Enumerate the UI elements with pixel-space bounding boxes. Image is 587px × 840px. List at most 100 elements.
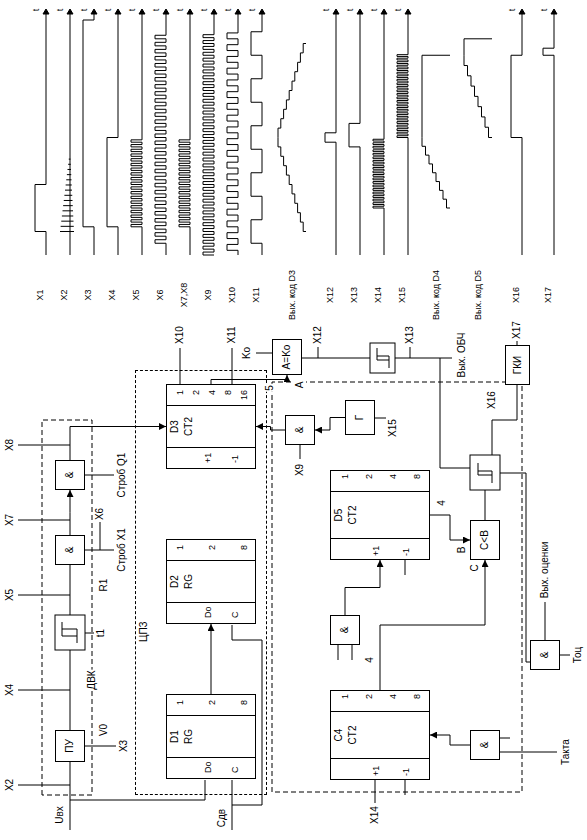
timing-label: X6: [154, 288, 166, 301]
wire: [142, 14, 143, 20]
function-label: RG: [183, 572, 195, 591]
wire: [67, 9, 73, 14]
timing-label: X13: [348, 286, 360, 304]
wire: [118, 14, 119, 20]
timing-label: t: [344, 8, 356, 13]
signal-label: Вых. оценки: [539, 541, 551, 600]
timing-label: t: [246, 8, 258, 13]
signal-label: X14: [369, 805, 381, 825]
gate-symbol: &: [64, 547, 76, 554]
signal-wire: [345, 560, 380, 615]
wire: [67, 174, 71, 175]
signal-label: ДВК: [86, 669, 98, 690]
pin-label: 2: [206, 698, 218, 707]
signal-label: X13: [404, 325, 416, 345]
pulse-generator: Г: [345, 400, 375, 435]
pin-label: +1: [202, 451, 214, 465]
pin-label: +1: [370, 766, 382, 776]
timing-label: X16: [510, 286, 522, 304]
signal-label: X2: [4, 778, 16, 792]
signal-label: X4: [4, 683, 16, 697]
timing-label: Вых. код D3: [286, 269, 298, 321]
timing-label: t: [54, 8, 66, 13]
wire: [500, 473, 570, 752]
counter: C4CT2+1-11248: [330, 690, 430, 780]
signal-wire: [380, 560, 485, 690]
timing-label: X14: [372, 286, 384, 304]
timing-label: t: [506, 8, 518, 13]
wire: [18, 341, 570, 830]
wire: [278, 44, 306, 232]
signal-label: X17: [511, 320, 523, 340]
wire: [107, 20, 118, 255]
gate-symbol: C<B: [479, 530, 491, 550]
function-label: CT2: [183, 415, 195, 438]
timing-label: X3: [82, 288, 94, 301]
wire: [464, 39, 492, 138]
timing-label: t: [538, 8, 550, 13]
timing-label: X4: [106, 288, 118, 301]
counter: D5CT2+1-11248: [330, 470, 430, 560]
signal-wire: [315, 418, 345, 431]
signal-label: Сдв: [216, 808, 228, 828]
wire: [131, 20, 142, 255]
gate-symbol: ГКИ: [512, 356, 524, 374]
wire: [62, 215, 73, 216]
timing-label: X11: [250, 286, 262, 303]
and-gate: &: [530, 640, 560, 670]
wire: [259, 9, 265, 14]
wire: [66, 179, 71, 180]
timing-diagram: [35, 9, 557, 255]
gate-symbol: Г: [354, 415, 366, 420]
signal-wire: [211, 624, 212, 694]
wire: [155, 20, 166, 255]
signal-wire: [430, 735, 470, 745]
shift-register: D1RGDoC128: [166, 694, 256, 779]
signal-label: V0: [98, 723, 110, 737]
comparator: C<B: [470, 520, 500, 560]
wire: [163, 9, 169, 14]
gate-symbol: &: [339, 627, 351, 634]
timing-label: Вых. код D4: [430, 269, 442, 321]
signal-label: 4: [364, 656, 376, 664]
function-label: CT2: [347, 726, 359, 745]
pin-label: C: [229, 610, 241, 621]
gate-symbol: ПУ: [64, 739, 76, 753]
gate-symbol: &: [479, 742, 491, 749]
wire: [91, 9, 97, 14]
pin-label: 8: [238, 698, 250, 707]
signal-label: R1: [98, 578, 110, 593]
wire: [66, 184, 72, 185]
wire: [377, 348, 389, 368]
wire: [70, 14, 71, 20]
wire: [238, 14, 239, 20]
timing-label: X5: [130, 288, 142, 301]
signal-label: Uвх: [54, 805, 66, 825]
wire: [227, 20, 238, 255]
gate-symbol: &: [539, 652, 551, 659]
wire: [63, 210, 74, 211]
wire: [408, 14, 409, 20]
pin-label: 4: [387, 474, 399, 479]
wire: [139, 9, 145, 14]
signal-label: t1: [95, 628, 107, 638]
wire: [179, 20, 190, 255]
and-gate: &: [55, 460, 85, 490]
signal-label: X16: [486, 390, 498, 410]
comparator: A=Ko: [272, 339, 302, 375]
signal-label: 5: [264, 384, 276, 392]
pin-label: -1: [229, 453, 241, 465]
pin-label: -1: [400, 548, 412, 556]
wire: [235, 9, 241, 14]
pin-label: 8: [238, 543, 250, 552]
counter: D3CT2+1-1124816: [166, 384, 256, 469]
wire: [349, 20, 360, 255]
wire: [64, 200, 73, 201]
timing-label: Вых. код D5: [472, 269, 484, 321]
wire: [543, 20, 554, 255]
trigger: [470, 455, 500, 490]
part-name: D2: [169, 573, 181, 590]
and-gate: &: [285, 415, 315, 445]
signal-label: X6: [94, 507, 106, 521]
signal-label: B: [456, 546, 468, 555]
